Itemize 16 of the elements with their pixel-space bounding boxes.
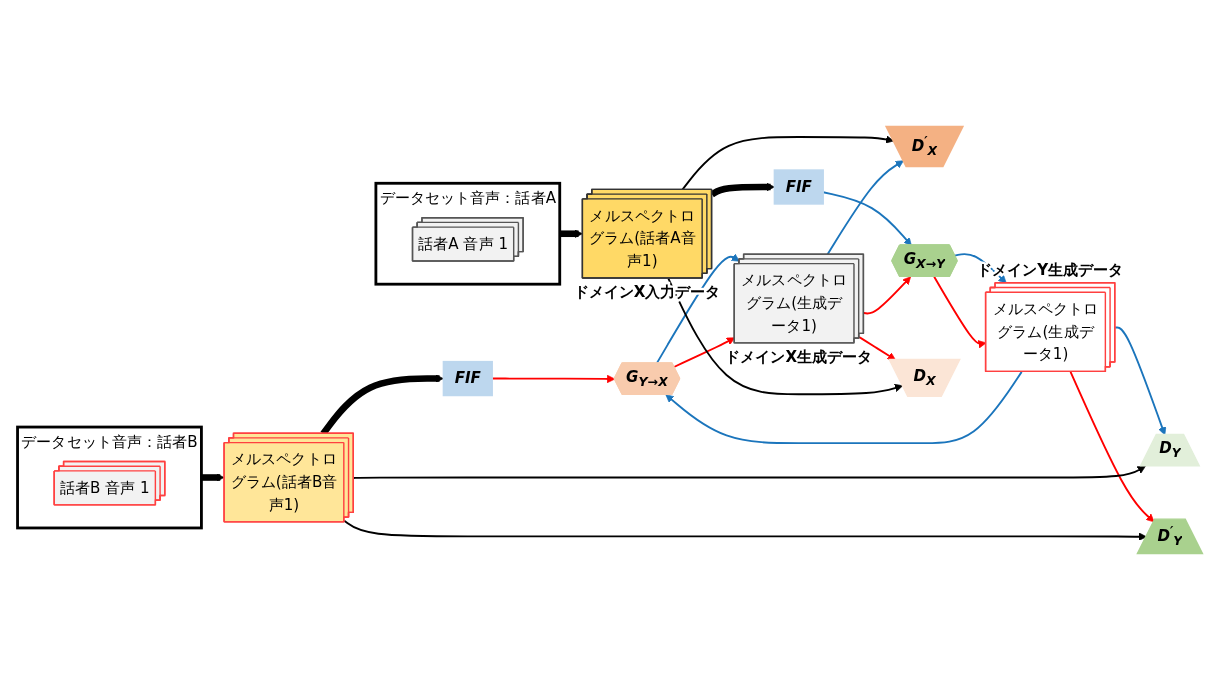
caption-text: ドメインY生成データ [977, 260, 1124, 279]
arrow [933, 275, 987, 348]
arrow [862, 275, 911, 314]
node-box: FIF [773, 168, 824, 205]
arrow [343, 519, 1147, 541]
arrow [655, 253, 740, 364]
arrow [710, 182, 775, 197]
arrow [665, 370, 1023, 444]
arrow [667, 277, 903, 395]
arrow [200, 472, 225, 482]
arrow [858, 335, 896, 360]
arrow [1069, 370, 1155, 522]
arrow [352, 465, 1146, 479]
caption-text: ドメインX生成データ [725, 347, 873, 366]
arrow [673, 336, 736, 368]
node-box: FIF [442, 360, 493, 396]
